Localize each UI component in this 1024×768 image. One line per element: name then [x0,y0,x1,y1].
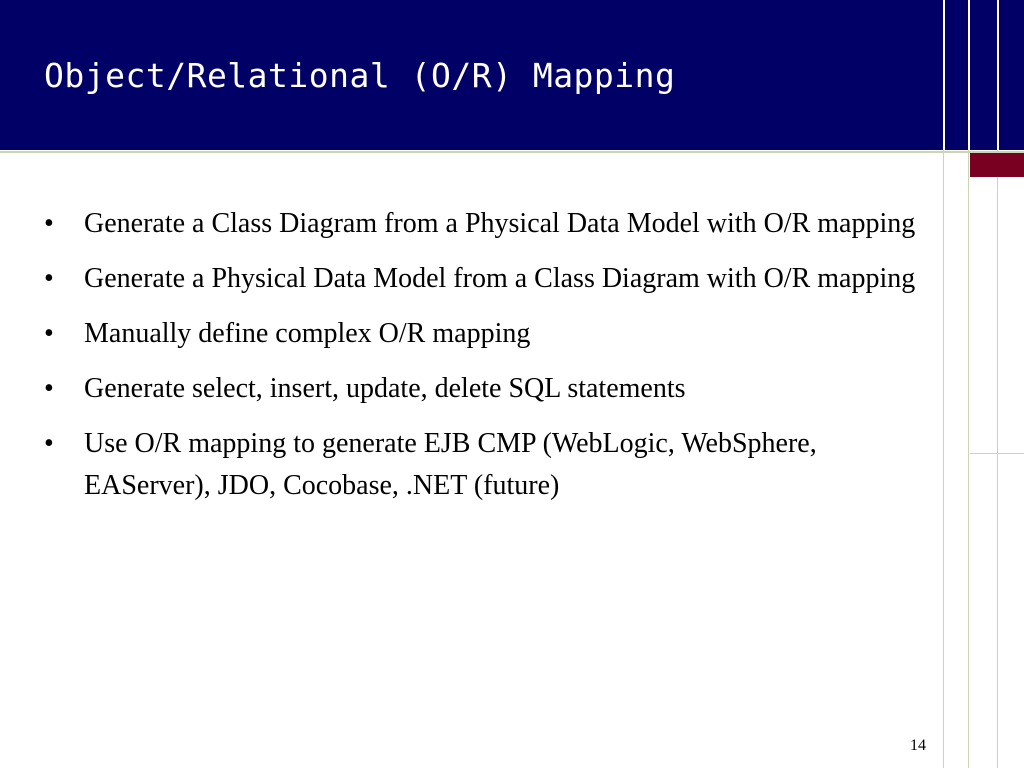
list-item: • Generate a Class Diagram from a Physic… [44,203,924,245]
right-rule-horizontal [970,453,1024,454]
bullet-text: Manually define complex O/R mapping [84,318,531,349]
page-number: 14 [910,737,926,754]
bullet-icon: • [44,318,54,349]
slide-title: Object/Relational (O/R) Mapping [44,56,676,95]
bullet-icon: • [44,208,54,239]
list-item: • Generate a Physical Data Model from a … [44,258,924,300]
right-rule-line [943,0,944,768]
list-item: • Use O/R mapping to generate EJB CMP (W… [44,423,924,507]
list-item: • Generate select, insert, update, delet… [44,368,924,410]
bullet-text: Generate a Class Diagram from a Physical… [84,208,916,239]
right-rule-line [968,0,969,768]
list-item: • Manually define complex O/R mapping [44,313,924,355]
accent-block [970,153,1024,177]
title-bar-stripe [968,0,970,150]
bullet-icon: • [44,263,54,294]
right-rule-line [997,0,998,768]
bullet-icon: • [44,373,54,404]
title-bar-stripe [943,0,945,150]
bullet-text: Generate a Physical Data Model from a Cl… [84,263,916,294]
bullet-text: Generate select, insert, update, delete … [84,373,686,404]
bullet-icon: • [44,428,54,459]
title-bar-stripe [997,0,999,150]
title-bar: Object/Relational (O/R) Mapping [0,0,1024,150]
bullet-list: • Generate a Class Diagram from a Physic… [44,203,924,520]
title-divider [0,151,1024,153]
bullet-text: Use O/R mapping to generate EJB CMP (Web… [84,428,817,501]
